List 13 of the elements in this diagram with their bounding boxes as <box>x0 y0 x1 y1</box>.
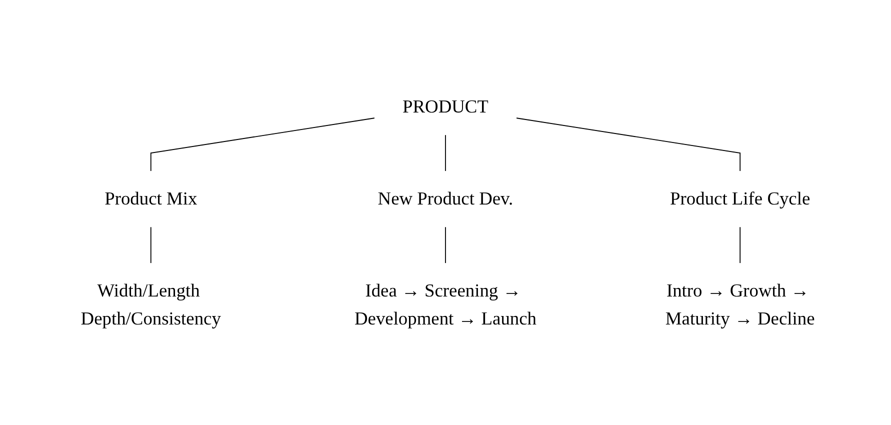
node-text: Idea → Screening → Development → Launch <box>354 280 537 328</box>
node-text: Width/Length Depth/Consistency <box>80 280 221 328</box>
connector <box>516 117 741 172</box>
node-text: Product Life Cycle <box>670 188 810 209</box>
node-text: PRODUCT <box>402 96 488 117</box>
connector <box>445 134 446 172</box>
node-text: Intro → Growth → Maturity → Decline <box>665 280 815 328</box>
node-text: Product Mix <box>104 188 198 209</box>
connector <box>150 117 376 172</box>
node-text: New Product Dev. <box>378 188 514 209</box>
connector <box>445 226 446 264</box>
connector <box>740 226 741 264</box>
connector <box>150 226 152 264</box>
